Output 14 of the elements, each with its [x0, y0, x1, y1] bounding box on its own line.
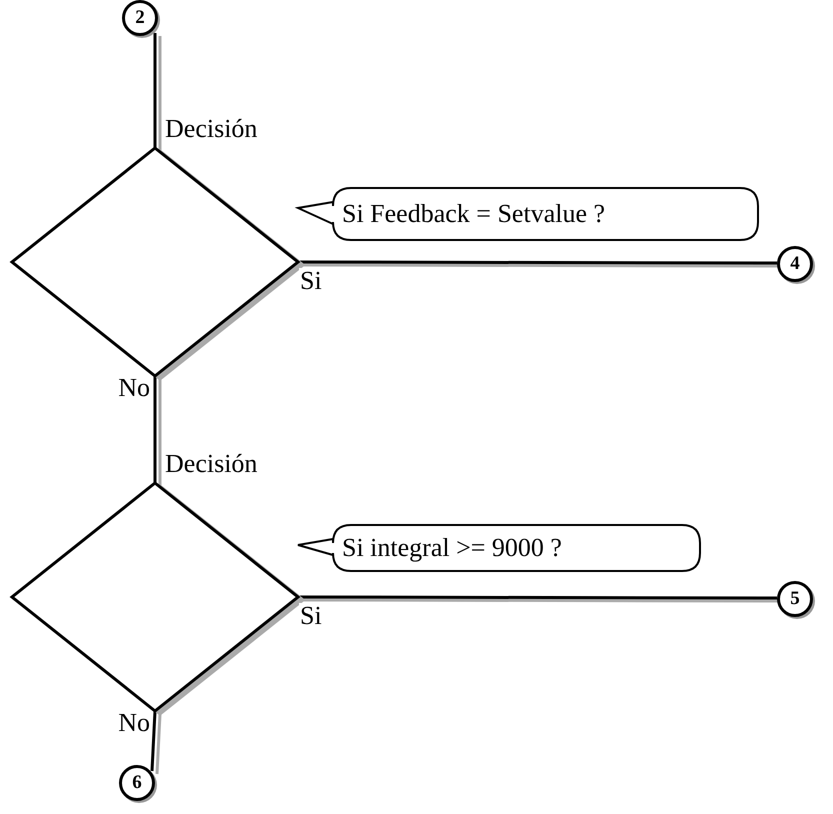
callout-text: Si Feedback = Setvalue ?	[342, 201, 606, 227]
decision-heading: Decisión	[165, 116, 258, 142]
connector-circle: 6	[119, 765, 155, 801]
comment-callout	[298, 523, 702, 573]
callout-text: Si integral >= 9000 ?	[342, 535, 562, 561]
connector-circle: 5	[777, 581, 813, 617]
connector-line	[150, 710, 156, 772]
connector-line	[154, 376, 156, 483]
connector-circle: 4	[777, 246, 813, 282]
connector-line	[154, 33, 156, 148]
connector-line	[298, 260, 777, 264]
decision-heading: Decisión	[165, 451, 258, 477]
connector-line	[298, 596, 777, 600]
connector-circle: 2	[122, 0, 158, 36]
